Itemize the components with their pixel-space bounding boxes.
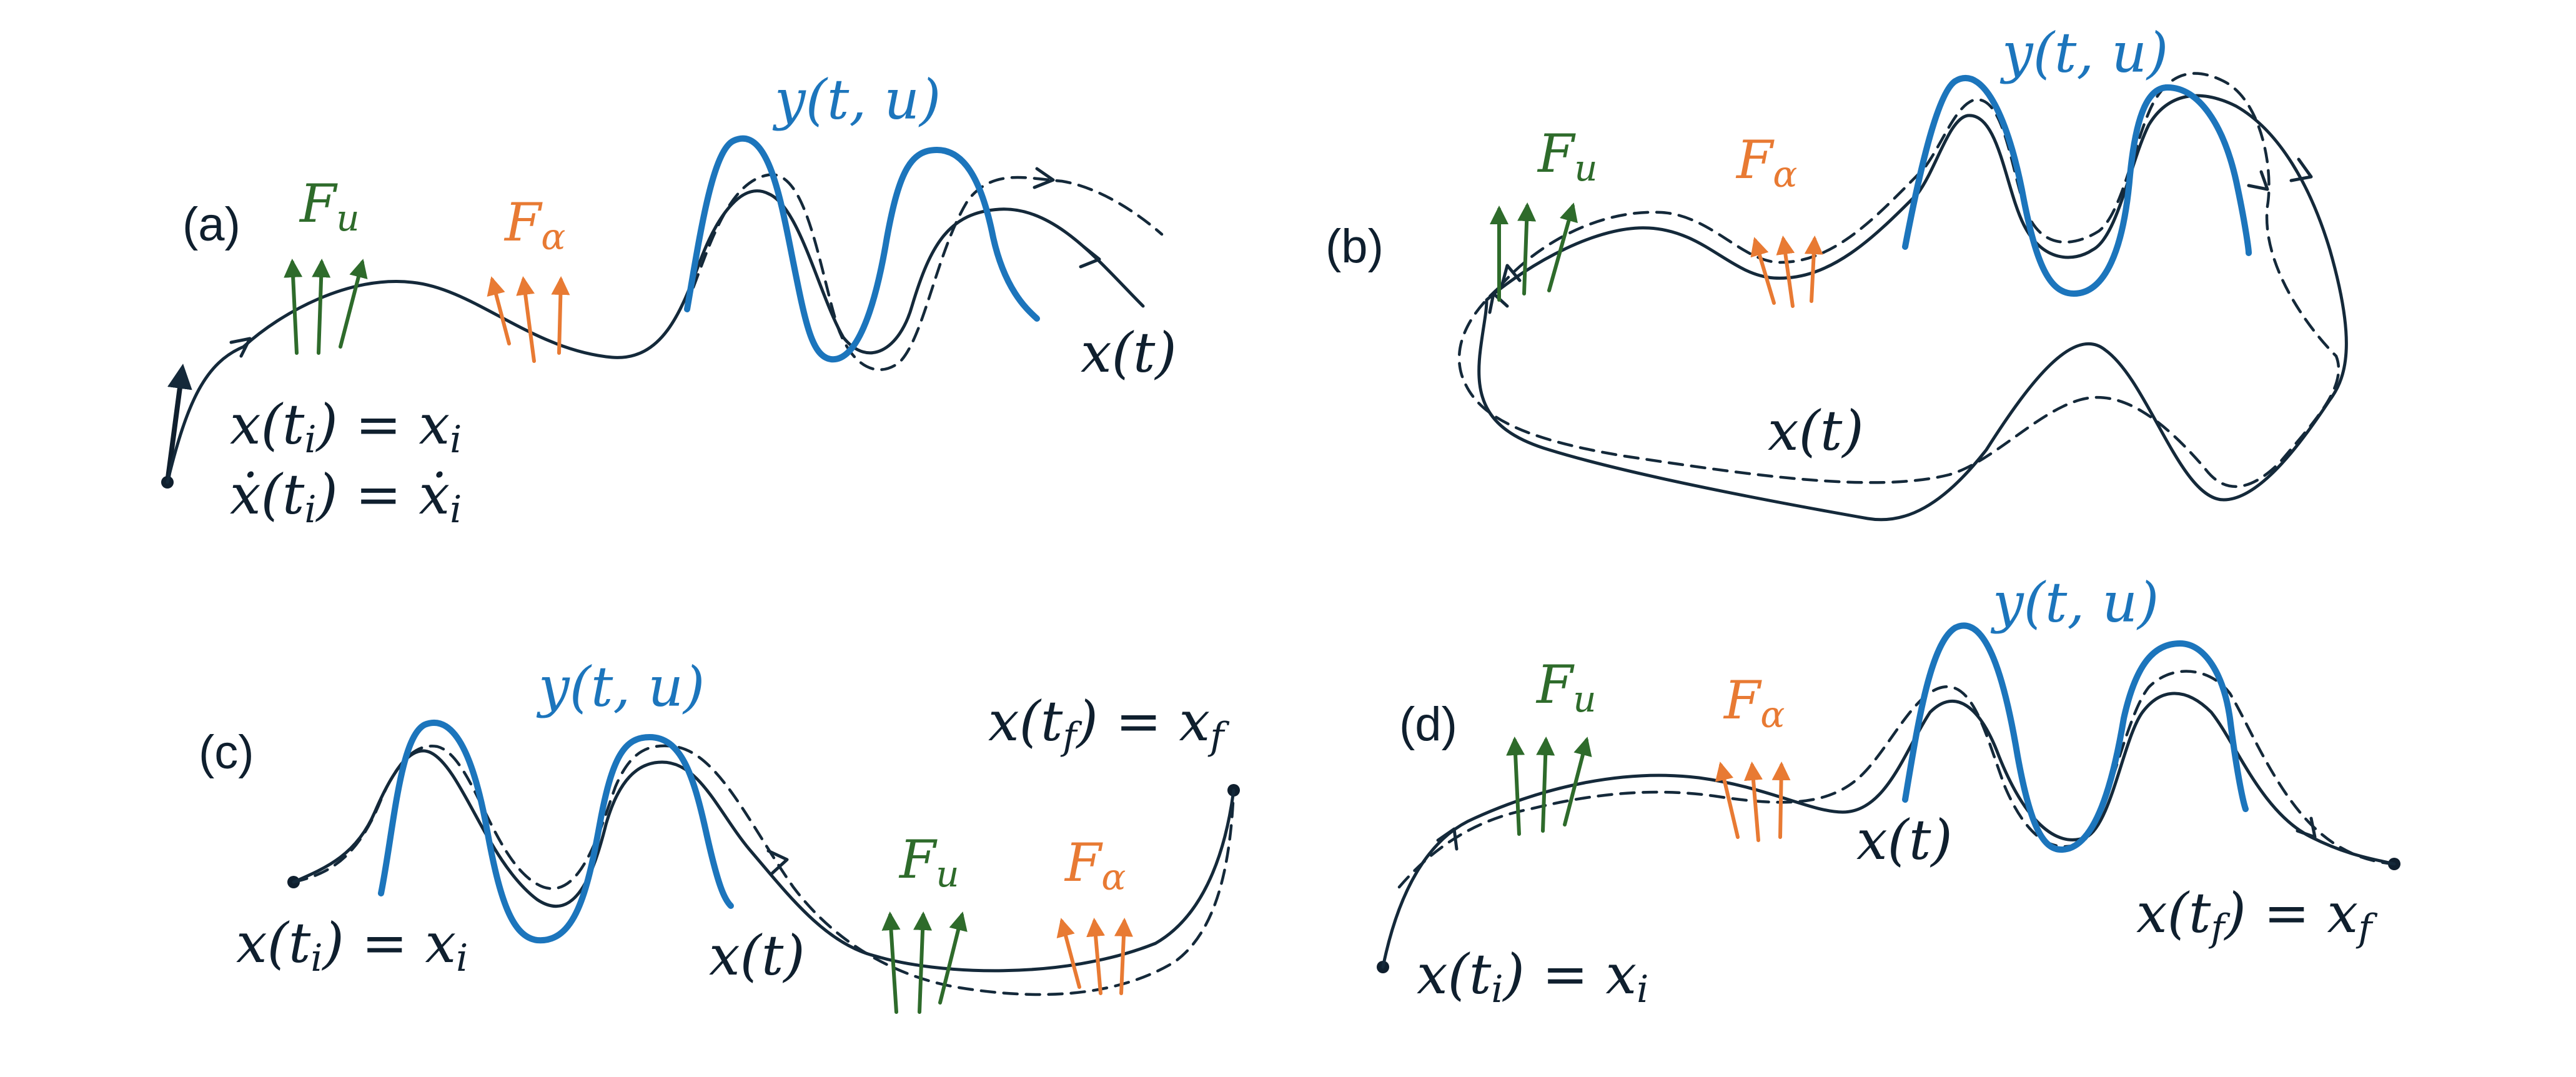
observation-label: y(t, u) <box>536 655 705 719</box>
observation-curve <box>378 720 734 944</box>
control-force-arrows <box>1490 202 1578 302</box>
observation-curve <box>1902 622 2249 853</box>
trajectory-dashed <box>1397 670 2396 889</box>
falpha-label: Fα <box>1723 670 1785 736</box>
panel-a: (a) Fu Fα y(t, u) x(t) x(ti) = xi ẋ(ti) … <box>161 67 1177 532</box>
trajectory-direction-chevron <box>1436 827 1459 851</box>
final-condition: x(tf) = xf <box>988 689 1230 758</box>
initial-velocity-condition: ẋ(ti) = ẋi <box>230 462 462 532</box>
initial-condition: x(ti) = xi <box>1417 942 1648 1011</box>
trajectory-dashed-loop <box>1457 72 2341 489</box>
trajectory-direction-chevron <box>766 849 789 875</box>
fu-label: Fu <box>1535 654 1597 720</box>
observation-label: y(t, u) <box>1999 21 2168 85</box>
trajectory-solid <box>1381 692 2396 969</box>
control-force-arrows <box>881 911 968 1014</box>
panel-b: (b) Fu Fα y(t, u) x(t) <box>1325 21 2348 522</box>
initial-position-condition: x(ti) = xi <box>230 392 462 462</box>
trajectory-solid-loop <box>1477 94 2348 522</box>
dashed-direction-chevron <box>1033 167 1055 189</box>
trajectory-label: x(t) <box>1081 320 1177 385</box>
observation-curve <box>684 135 1040 363</box>
trajectory-label: x(t) <box>1768 399 1864 463</box>
trajectory-direction-chevron <box>1079 245 1101 269</box>
trajectory-direction-chevron <box>2289 157 2313 182</box>
panel-c-tag: (c) <box>199 726 254 779</box>
observation-curve <box>1902 75 2252 297</box>
panel-b-tag: (b) <box>1325 220 1384 273</box>
observation-label: y(t, u) <box>772 67 941 132</box>
trajectory-direction-chevron <box>1500 264 1522 286</box>
trajectory-solid <box>166 189 1145 484</box>
trajectory-label: x(t) <box>709 923 805 988</box>
panel-c: (c) y(t, u) x(tf) = xf x(ti) = xi x(t) F… <box>199 655 1240 1014</box>
trajectory-dashed <box>292 744 1236 996</box>
panel-a-tag: (a) <box>182 198 240 251</box>
fu-label: Fu <box>898 829 959 895</box>
dashed-direction-chevron <box>2247 170 2269 191</box>
final-condition: x(tf) = xf <box>2136 881 2378 950</box>
trajectory-label: x(t) <box>1856 808 1953 872</box>
observation-label: y(t, u) <box>1990 570 2159 635</box>
trajectory-direction-chevron <box>229 337 252 358</box>
panel-d: (d) Fu Fα y(t, u) x(t) x(tf) = xf x(ti) … <box>1377 570 2400 1011</box>
trajectory-solid <box>292 749 1236 973</box>
panel-d-tag: (d) <box>1399 698 1457 751</box>
falpha-label: Fα <box>1064 832 1126 898</box>
initial-velocity-arrow <box>165 364 192 483</box>
control-force-arrows <box>1506 737 1592 836</box>
alpha-force-arrows <box>1715 762 1791 842</box>
fu-label: Fu <box>299 173 360 239</box>
alpha-force-arrows <box>487 276 570 363</box>
alpha-force-arrows <box>1056 918 1133 995</box>
initial-condition: x(ti) = xi <box>236 911 468 980</box>
control-force-arrows <box>284 259 368 355</box>
alpha-force-arrows <box>1750 236 1823 308</box>
dashed-direction-chevron <box>1488 292 1509 314</box>
trajectory-dashed <box>691 173 1164 371</box>
fu-label: Fu <box>1537 123 1598 189</box>
falpha-label: Fα <box>503 192 565 258</box>
falpha-label: Fα <box>1735 129 1797 196</box>
dashed-direction-chevron <box>2296 816 2317 839</box>
